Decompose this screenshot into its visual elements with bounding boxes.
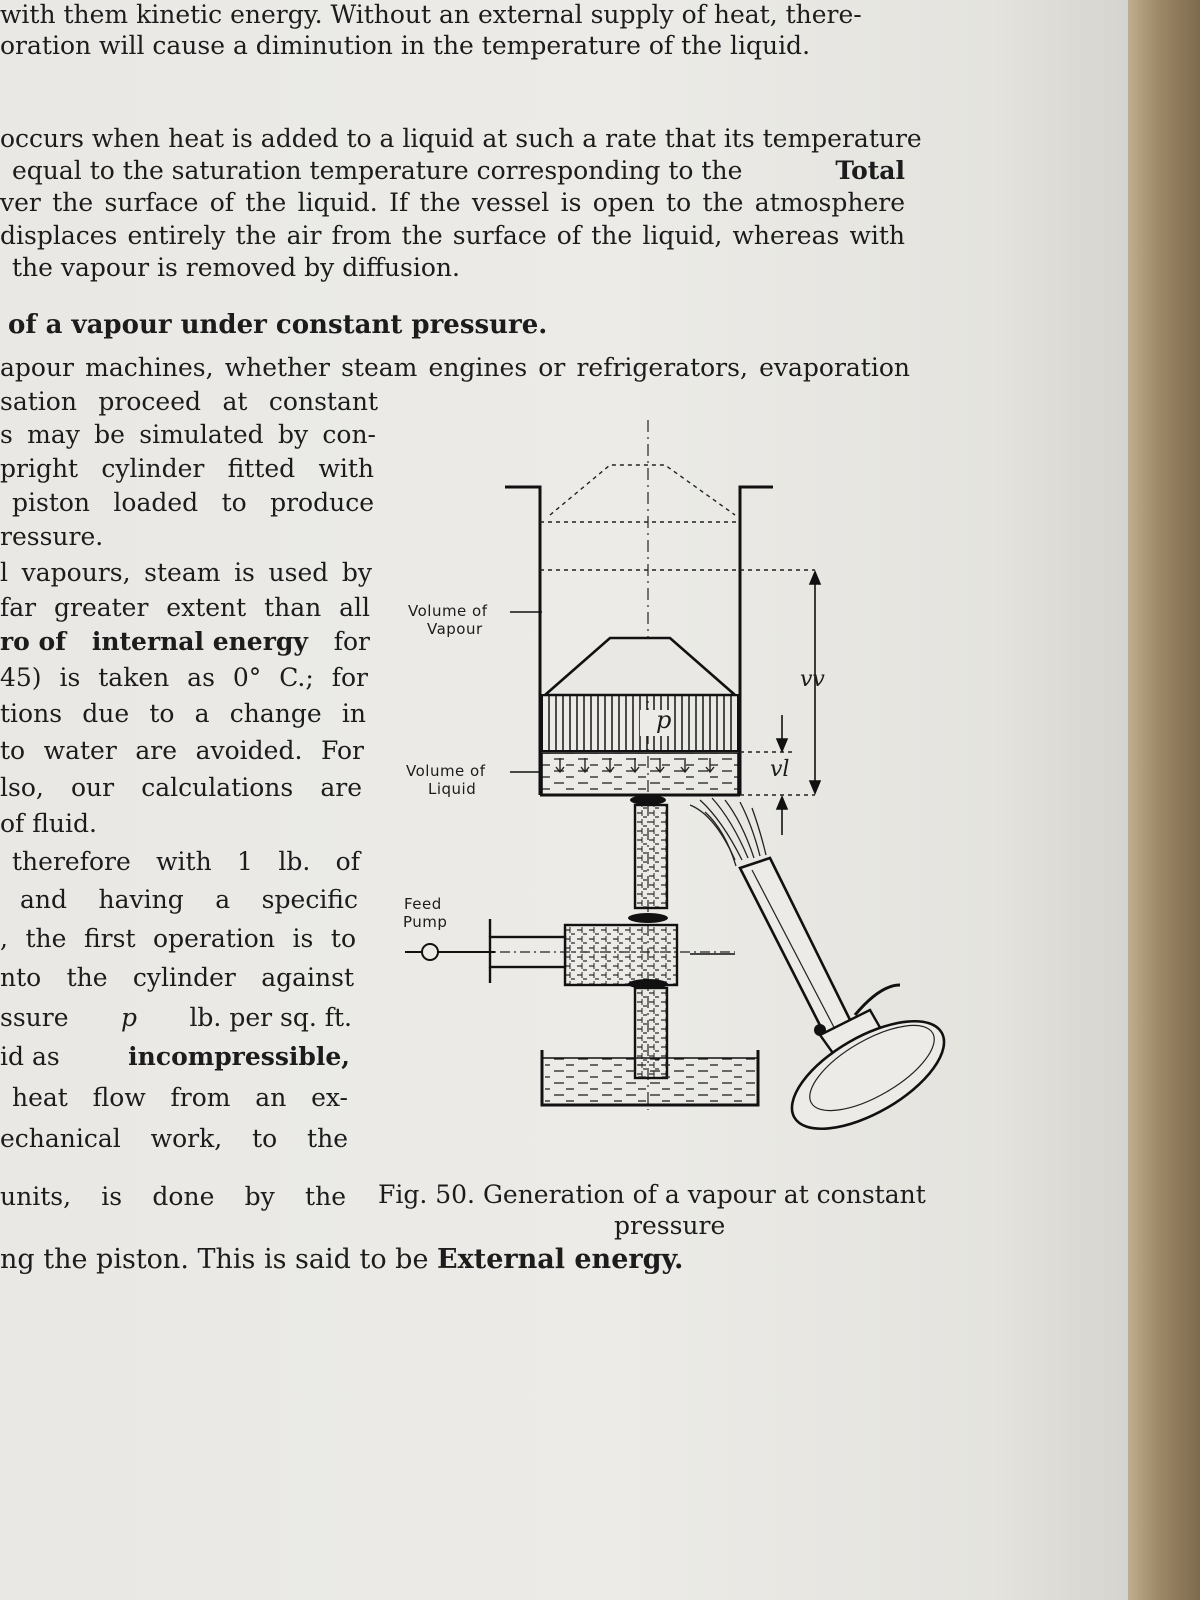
text-line: ng the piston. This is said to be Extern… — [0, 1245, 683, 1275]
valve-middle — [628, 913, 668, 923]
text-line: oration will cause a diminution in the t… — [0, 31, 811, 60]
label-volume-of-vapour-1: Volume of — [408, 602, 488, 620]
label-feed-pump-1: Feed — [404, 895, 442, 913]
dimension-vv — [808, 569, 822, 796]
text-line: with them kinetic energy. Without an ext… — [0, 0, 862, 29]
pump-handle-pivot — [421, 943, 439, 961]
text-line: ressure. — [0, 522, 104, 551]
text-line: displaces entirely the air from the surf… — [0, 221, 905, 250]
gas-inlet — [853, 983, 901, 1016]
text-line: nto the cylinder against — [0, 963, 354, 992]
text-line: sation proceed at constant — [0, 387, 378, 416]
label-volume-of-liquid-1: Volume of — [406, 762, 486, 780]
feed-pipe-upper — [633, 803, 669, 910]
text-span: lb. per sq. ft. — [189, 1003, 352, 1032]
text-span: for — [333, 627, 370, 656]
reservoir-liquid — [545, 1058, 755, 1103]
figure-vapour-generation — [405, 420, 946, 1131]
text-span: ng the piston. This is said to be — [0, 1244, 429, 1275]
text-span: equal to the saturation temperature corr… — [12, 156, 743, 185]
piston-final-outline — [549, 464, 736, 516]
text-line: ro of internal energy for — [0, 627, 370, 657]
label-volume-of-liquid-2: Liquid — [428, 780, 477, 798]
cylinder-left-wall — [505, 485, 542, 795]
burner-base — [790, 1019, 946, 1131]
reservoir — [540, 1050, 760, 1107]
dimension-vl — [775, 715, 789, 835]
pump-body — [563, 923, 679, 987]
symbol-vapour-volume: vv — [800, 667, 825, 692]
bold-term: Total — [835, 156, 905, 185]
book-edge — [1128, 0, 1200, 1600]
text-line: s may be simulated by con- — [0, 420, 376, 449]
text-line: apour machines, whether steam engines or… — [0, 353, 910, 382]
label-feed-pump-2: Pump — [403, 913, 448, 931]
label-volume-of-vapour-2: Vapour — [427, 620, 483, 638]
burner-tube — [738, 856, 857, 1047]
text-line: l vapours, steam is used by — [0, 558, 372, 587]
cylinder-liquid — [541, 752, 739, 796]
text-line: and having a specific — [20, 885, 358, 914]
figure-caption-line-2: pressure — [614, 1211, 726, 1240]
bold-term: External energy. — [437, 1244, 684, 1275]
book-page: with them kinetic energy. Without an ext… — [0, 0, 1128, 1600]
bold-term: incompressible, — [128, 1042, 350, 1071]
text-line: ver the surface of the liquid. If the ve… — [0, 188, 905, 217]
text-span: ssure — [0, 1003, 69, 1032]
text-line: the vapour is removed by diffusion. — [12, 253, 460, 282]
text-line: heat flow from an ex- — [12, 1083, 348, 1112]
pressure-symbol: p — [120, 1003, 137, 1032]
text-line: id as incompressible, — [0, 1042, 350, 1072]
section-heading: of a vapour under constant pressure. — [8, 310, 548, 340]
text-line: to water are avoided. For — [0, 736, 364, 765]
valve-lower — [628, 979, 668, 989]
text-line: echanical work, to the — [0, 1124, 348, 1153]
figure-caption-line-1: Fig. 50. Generation of a vapour at const… — [378, 1180, 926, 1209]
text-line: units, is done by the — [0, 1182, 346, 1211]
text-line: therefore with 1 lb. of — [12, 847, 360, 876]
text-line: , the first operation is to — [0, 924, 356, 953]
burner-flame — [689, 797, 767, 867]
symbol-pressure: p — [656, 706, 672, 734]
bold-term: ro of — [0, 627, 66, 656]
text-line: piston loaded to produce — [12, 488, 374, 517]
valve-upper — [630, 795, 666, 805]
piston-top — [541, 636, 739, 697]
cylinder-right-wall — [738, 485, 773, 795]
text-span: id as — [0, 1042, 60, 1071]
text-line: 45) is taken as 0° C.; for — [0, 663, 368, 692]
text-line: pright cylinder fitted with — [0, 454, 374, 483]
text-line: ssure p lb. per sq. ft. — [0, 1003, 352, 1033]
text-line: occurs when heat is added to a liquid at… — [0, 124, 922, 153]
text-line: far greater extent than all — [0, 593, 370, 622]
text-line: tions due to a change in — [0, 699, 366, 728]
text-line: lso, our calculations are — [0, 773, 362, 802]
symbol-liquid-volume: vl — [770, 757, 790, 782]
text-line: of fluid. — [0, 809, 97, 838]
bold-term: internal energy — [91, 627, 308, 656]
text-line: equal to the saturation temperature corr… — [12, 156, 905, 186]
